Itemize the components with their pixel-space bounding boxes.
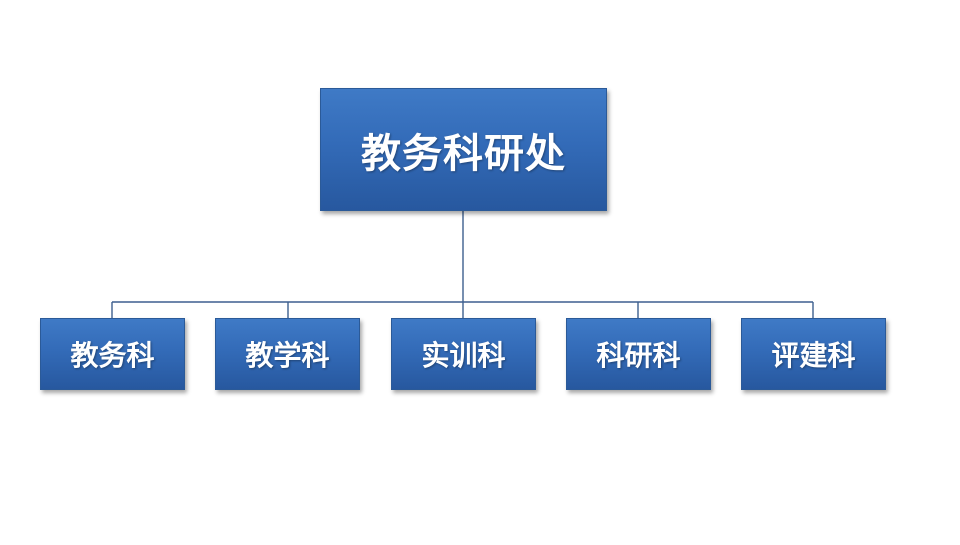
child-node-4: 评建科 — [741, 318, 886, 390]
child-node-1: 教学科 — [215, 318, 360, 390]
child-node-label: 教务科 — [70, 339, 155, 372]
root-node-label: 教务科研处 — [361, 129, 566, 177]
root-node: 教务科研处 — [320, 88, 607, 211]
child-node-label: 科研科 — [596, 339, 681, 372]
child-node-3: 科研科 — [566, 318, 711, 390]
child-node-label: 实训科 — [421, 339, 506, 372]
child-node-label: 教学科 — [245, 339, 330, 372]
child-node-0: 教务科 — [40, 318, 185, 390]
child-node-label: 评建科 — [771, 339, 856, 372]
child-node-2: 实训科 — [391, 318, 536, 390]
